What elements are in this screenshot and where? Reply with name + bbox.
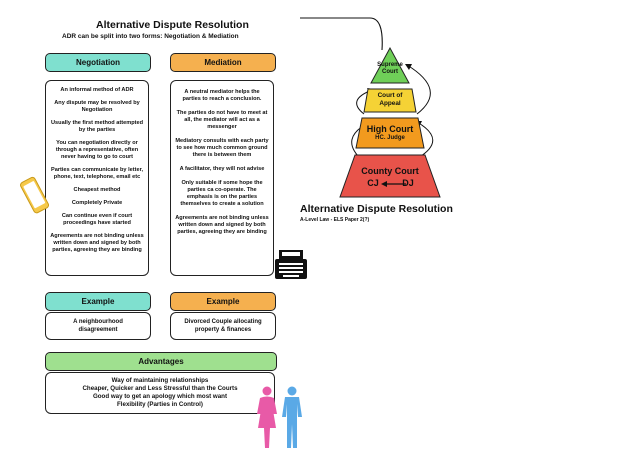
supreme-court-label: Supreme Court bbox=[377, 62, 403, 75]
mediation-list: A neutral mediator helps the parties to … bbox=[171, 89, 273, 236]
mediation-example-text: Divorced Couple allocating property & fi… bbox=[184, 319, 262, 333]
advantage-line: Way of maintaining relationships bbox=[111, 377, 209, 384]
phone-icon bbox=[20, 176, 50, 214]
advantage-line: Cheaper, Quicker and Less Stressful than… bbox=[82, 385, 238, 392]
mediation-panel: A neutral mediator helps the parties to … bbox=[170, 80, 274, 276]
mediation-item: Agreements are not binding unless writte… bbox=[175, 215, 269, 235]
negotiation-heading: Negotiation bbox=[45, 53, 151, 72]
advantage-line: Good way to get an apology which most wa… bbox=[92, 393, 228, 400]
negotiation-item: Any dispute may be resolved by Negotiati… bbox=[54, 100, 140, 113]
people-icon bbox=[257, 386, 302, 448]
negotiation-item: An informal method of ADR bbox=[60, 87, 134, 93]
mediation-heading: Mediation bbox=[170, 53, 276, 72]
page-subtitle: ADR can be split into two forms: Negotia… bbox=[62, 33, 239, 40]
mediation-item: A neutral mediator helps the parties to … bbox=[182, 89, 262, 102]
mediation-item: A facilitator, they will not advise bbox=[179, 166, 265, 172]
mediation-example-box: Divorced Couple allocating property & fi… bbox=[170, 312, 276, 340]
negotiation-example-box: A neighbourhood disagreement bbox=[45, 312, 151, 340]
pyramid-title: Alternative Dispute Resolution bbox=[300, 203, 453, 215]
pyramid-subtitle: A-Level Law - ELS Paper 2(?) bbox=[300, 217, 370, 223]
mediation-example-heading: Example bbox=[170, 292, 276, 311]
negotiation-item: You can negotiation directly or through … bbox=[55, 140, 139, 160]
mediation-item: Mediatory consults with each party to se… bbox=[175, 138, 269, 158]
negotiation-item: Cheapest method bbox=[73, 187, 121, 193]
advantage-line: Flexibility (Parties in Control) bbox=[117, 401, 203, 408]
page-title: Alternative Dispute Resolution bbox=[96, 19, 249, 31]
negotiation-item: Parties can communicate by letter, phone… bbox=[50, 167, 144, 180]
high-court-label: High Court bbox=[366, 124, 414, 134]
advantages-box: Way of maintaining relationships Cheaper… bbox=[45, 372, 275, 414]
cj-label: CJ bbox=[367, 178, 379, 188]
negotiation-example-text: A neighbourhood disagreement bbox=[73, 319, 123, 333]
court-pyramid bbox=[300, 17, 441, 198]
county-court-label: County Court bbox=[361, 166, 419, 176]
negotiation-list: An informal method of ADR Any dispute may… bbox=[46, 87, 148, 254]
mediation-item: Only suitable if some hope the parties c… bbox=[180, 180, 264, 207]
mediation-item: The parties do not have to meet at all, … bbox=[176, 110, 268, 130]
advantages-heading: Advantages bbox=[45, 352, 277, 371]
negotiation-item: Usually the first method attempted by th… bbox=[51, 120, 143, 133]
arrow-icon bbox=[300, 17, 383, 51]
negotiation-item: Completely Private bbox=[71, 200, 123, 206]
dj-label: DJ bbox=[402, 178, 414, 188]
typewriter-icon bbox=[275, 250, 307, 279]
negotiation-example-heading: Example bbox=[45, 292, 151, 311]
high-court-judge-label: HC. Judge bbox=[375, 135, 405, 141]
negotiation-item: Agreements are not binding unless writte… bbox=[50, 233, 144, 253]
negotiation-item: Can continue even if court proceedings h… bbox=[61, 213, 133, 226]
court-of-appeal-label: Court of Appeal bbox=[377, 92, 403, 107]
negotiation-panel: An informal method of ADR Any dispute may… bbox=[45, 80, 149, 276]
